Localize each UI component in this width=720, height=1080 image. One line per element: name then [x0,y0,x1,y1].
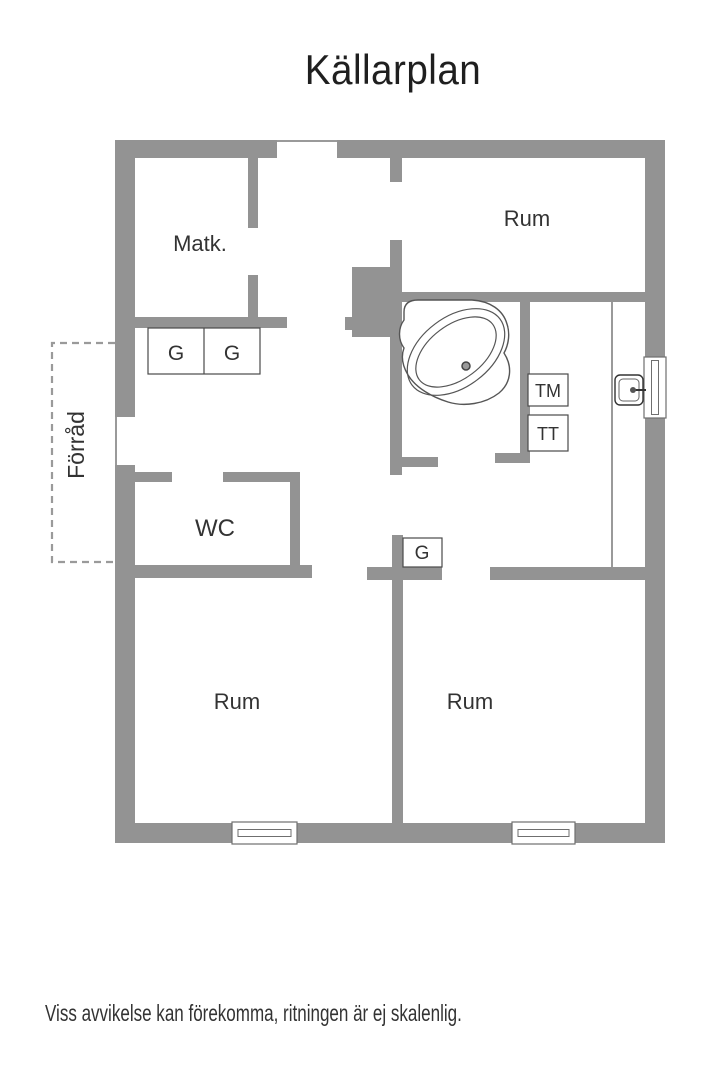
wall-right [645,140,665,843]
forrad-opening-edge-line [115,417,117,465]
label-cabinet-2: G [224,342,240,365]
wall-left-upper [115,140,135,417]
wall-chimney-bump [345,317,352,330]
label-rum-top: Rum [504,206,550,231]
bathtub-basin [415,316,497,388]
label-rum-bottom-left: Rum [214,689,260,714]
sink [614,374,646,406]
wall-wc-north-west [135,472,172,482]
label-cabinet-1: G [168,342,184,365]
wall-left-lower [115,465,135,843]
wall-wc-south [135,565,312,578]
wall-bath-east [520,302,530,463]
bathtub-outline [398,299,511,405]
wall-top-left [115,140,277,158]
plan-title: Källarplan [304,46,482,93]
interior-walls [135,158,645,823]
wall-wc-north-east [223,472,300,482]
wall-bath-door-stub-east [495,453,520,463]
bathtub-drain [461,361,471,371]
wall-bottom [115,823,665,843]
disclaimer-text: Viss avvikelse kan förekomma, ritningen … [45,1000,462,1026]
wall-bath-door-stub-west [402,457,438,467]
wall-hall-stub-top [390,158,402,182]
wall-matk-east-lower [248,275,258,317]
wall-laundry-south [490,567,645,580]
washing-machine-box [527,373,569,407]
label-matk: Matk. [173,231,227,256]
bathtub [398,299,511,405]
wall-hall-cross [367,567,442,580]
forrad-dashed-outline [50,341,115,564]
room-labels: Matk. Rum Rum Rum WC Förråd G G G TM TT [63,206,561,714]
bathtub-rim [406,308,506,396]
window-bottom-right-frame [517,829,570,837]
wall-bottom-rooms-divider [392,535,403,823]
entry-opening-edge-line [277,140,337,142]
hall-closet-box [402,537,443,568]
wall-matk-east-upper [248,158,258,228]
label-washing-machine: TM [535,381,561,401]
label-wc: WC [195,515,235,542]
wall-wc-east [290,472,300,565]
laundry-bench-line [611,302,613,567]
wall-chimney-block [352,267,402,337]
wall-top-right [337,140,665,158]
label-tumble-dryer: TT [537,424,559,444]
label-rum-bottom-right: Rum [447,689,493,714]
sink-tap-base [630,387,636,393]
cabinets-appliances [147,327,569,568]
window-bottom-left-frame [237,829,292,837]
wall-bath-laundry-north [402,292,645,302]
label-hall-closet: G [415,543,430,564]
windows [231,356,667,845]
label-forrad: Förråd [63,411,89,479]
wall-matk-south [135,317,287,328]
window-right-frame [651,360,659,415]
tumble-dryer-box [527,414,569,452]
